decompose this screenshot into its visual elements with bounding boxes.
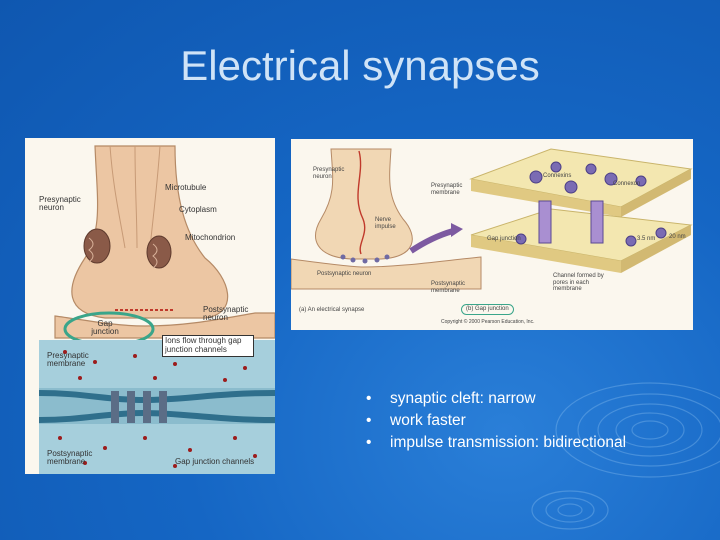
label-ions-flow: Ions flow through gap junction channels [162, 335, 254, 357]
bullet-dot: • [366, 434, 372, 451]
label-gap-junction: Gap junction [91, 319, 119, 337]
label-microtubule: Microtubule [165, 183, 207, 192]
rlabel-size-20: 20 nm [669, 234, 686, 240]
bullet-item: • synaptic cleft: narrow [366, 388, 626, 410]
bullet-dot: • [366, 390, 372, 407]
gap-junction-3d-figure: Presynaptic neuron Nerve impulse Postsyn… [291, 139, 693, 330]
label-postsynaptic-neuron: Postsynaptic neuron [203, 305, 249, 323]
bullet-dot: • [366, 412, 372, 429]
slide-title: Electrical synapses [180, 42, 540, 89]
rlabel-nerve-impulse: Nerve impulse [375, 217, 396, 230]
rlabel-presynaptic-neuron: Presynaptic neuron [313, 167, 345, 180]
bullet-text: synaptic cleft: narrow [390, 390, 536, 407]
rlabel-postsynaptic-membrane: Postsynaptic membrane [431, 281, 466, 294]
rlabel-copyright: Copyright © 2000 Pearson Education, Inc. [441, 319, 535, 325]
rlabel-channel-formed: Channel formed by pores in each membrane [553, 273, 604, 293]
bullet-text: impulse transmission: bidirectional [390, 434, 627, 451]
label-presynaptic-membrane: Presynaptic membrane [47, 351, 89, 369]
bullet-item: • work faster [366, 410, 626, 432]
rlabel-gap-junction: Gap junction [487, 236, 521, 242]
rlabel-connexon: Connexon [613, 181, 641, 187]
neuron-gap-junction-figure: Presynaptic neuron Microtubule Cytoplasm… [25, 138, 275, 474]
rlabel-presynaptic-membrane: Presynaptic membrane [431, 183, 463, 196]
ripple-decoration [531, 382, 720, 530]
label-cytoplasm: Cytoplasm [179, 205, 217, 214]
label-gap-junction-channels: Gap junction channels [175, 457, 255, 466]
gap-junction-illustration [291, 148, 693, 290]
rlabel-size-3-5: 3.5 nm [637, 236, 656, 242]
rlabel-postsynaptic-neuron: Postsynaptic neuron [317, 271, 372, 277]
bullet-item: • impulse transmission: bidirectional [366, 432, 626, 454]
rlabel-connexins: Connexins [543, 173, 572, 179]
rlabel-caption-b: (b) Gap junction [461, 304, 514, 315]
bullet-list: • synaptic cleft: narrow • work faster • im… [366, 388, 626, 454]
neuron-illustration [38, 145, 275, 474]
bullet-text: work faster [390, 412, 466, 429]
label-mitochondrion: Mitochondrion [185, 233, 236, 242]
label-presynaptic-neuron: Presynaptic neuron [39, 195, 81, 213]
label-postsynaptic-membrane: Postsynaptic membrane [47, 449, 93, 467]
rlabel-caption-a: (a) An electrical synapse [299, 307, 365, 313]
